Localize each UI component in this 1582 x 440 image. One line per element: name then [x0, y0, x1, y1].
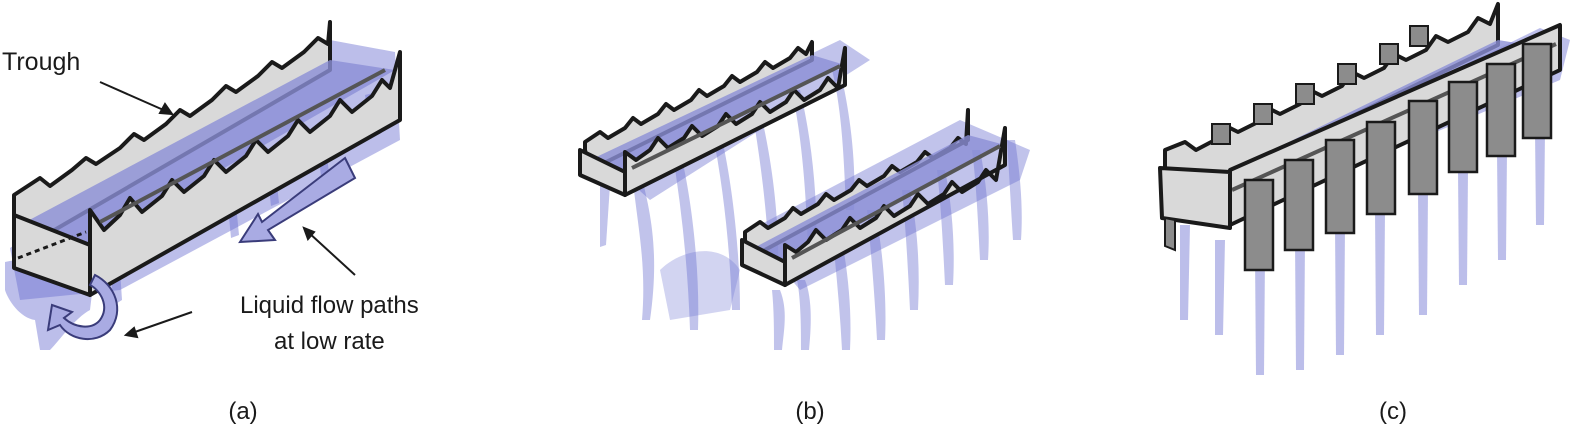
liquid-flow-label: Liquid flow paths at low rate: [240, 288, 419, 360]
flow-direction-arrow-icon: [238, 156, 357, 244]
panel-a-label: (a): [228, 398, 258, 425]
baffle-plates-c: [1243, 42, 1553, 272]
liquid-flow-label-line-1: Liquid flow paths: [240, 292, 419, 319]
trough-end-face-a: [12, 213, 92, 297]
panel-b-diagram: [578, 40, 1030, 350]
liquid-flow-label-line-2: at low rate: [274, 328, 385, 355]
spill-arrow-icon: [46, 273, 119, 341]
panel-b-label: (b): [795, 398, 825, 425]
panel-c-diagram: [1158, 2, 1570, 375]
leader-lines: [99, 81, 356, 339]
trough-label: Trough: [2, 48, 81, 76]
panel-c-label: (c): [1379, 398, 1407, 425]
panel-a-diagram: [5, 20, 402, 350]
